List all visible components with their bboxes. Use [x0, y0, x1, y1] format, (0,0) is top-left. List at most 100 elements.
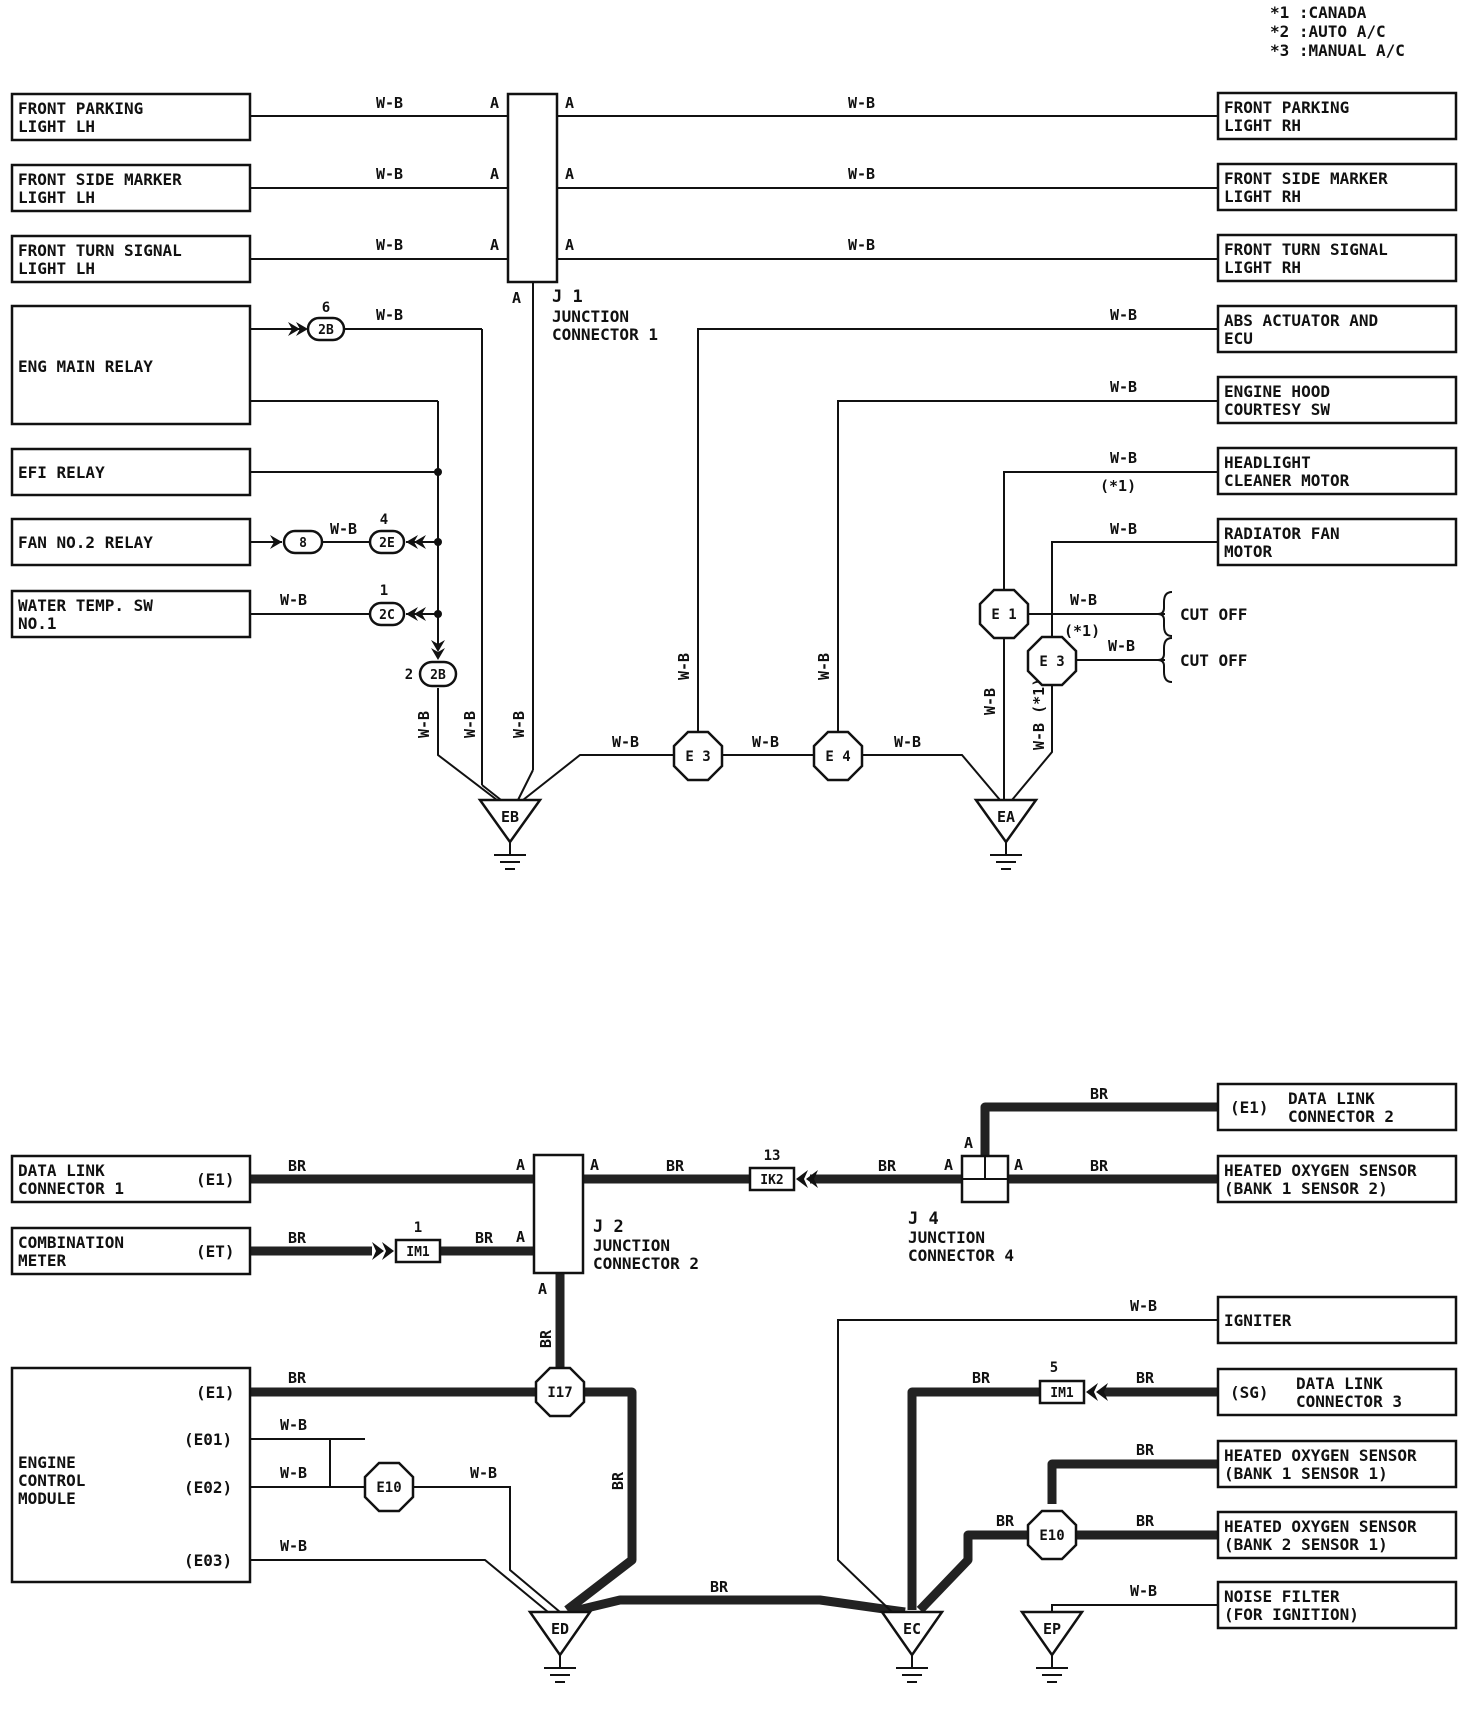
svg-text:W-B: W-B [510, 711, 528, 738]
svg-text:W-B: W-B [894, 733, 921, 751]
connector-2c: 2C 1 [368, 583, 426, 627]
svg-text:A: A [1014, 1156, 1023, 1174]
svg-text:(ET): (ET) [196, 1242, 235, 1261]
svg-text:E 4: E 4 [825, 749, 850, 765]
ground-eb: EB [477, 798, 543, 870]
comp-water-temp-sw: WATER TEMP. SW NO.1 [10, 589, 252, 639]
svg-text:LIGHT LH: LIGHT LH [18, 117, 95, 136]
comp-abs-actuator: ABS ACTUATOR AND ECU [1216, 304, 1458, 354]
svg-text:EFI RELAY: EFI RELAY [18, 463, 105, 482]
splice-i17: I17 [534, 1366, 586, 1418]
svg-text:A: A [516, 1228, 525, 1246]
svg-text:(BANK 1 SENSOR 2): (BANK 1 SENSOR 2) [1224, 1179, 1388, 1198]
splice-e4: E 4 [812, 730, 864, 782]
svg-text:2: 2 [405, 667, 413, 683]
svg-text:BR: BR [1136, 1512, 1155, 1530]
cut-off-label-1: CUT OFF [1180, 605, 1247, 624]
svg-text:(E1): (E1) [1230, 1098, 1269, 1117]
svg-text:EC: EC [903, 1620, 921, 1638]
svg-text:W-B: W-B [1130, 1582, 1157, 1600]
svg-text:FRONT PARKING: FRONT PARKING [1224, 98, 1349, 117]
ground-ea: EA [973, 798, 1039, 870]
comp-front-turn-signal-lh: FRONT TURN SIGNAL LIGHT LH [10, 234, 252, 284]
svg-text:W-B: W-B [280, 1416, 307, 1434]
svg-text:W-B: W-B [1108, 637, 1135, 655]
svg-text:LIGHT RH: LIGHT RH [1224, 187, 1301, 206]
svg-text:BR: BR [288, 1229, 307, 1247]
comp-data-link-connector-2: (E1) DATA LINK CONNECTOR 2 [1216, 1082, 1458, 1132]
svg-text:W-B: W-B [470, 1464, 497, 1482]
svg-text:13: 13 [764, 1148, 781, 1164]
svg-text:EP: EP [1043, 1620, 1061, 1638]
svg-text:A: A [565, 94, 574, 112]
svg-text:W-B: W-B [848, 236, 875, 254]
connector-2b-top: 2B 6 [288, 300, 346, 342]
svg-text:CONNECTOR 3: CONNECTOR 3 [1296, 1392, 1402, 1411]
note-2: *2 :AUTO A/C [1270, 22, 1386, 41]
j1-label-2: CONNECTOR 1 [552, 325, 658, 344]
svg-text:ENGINE HOOD: ENGINE HOOD [1224, 382, 1330, 401]
splice-e10-left: E10 [363, 1461, 415, 1513]
svg-text:W-B: W-B [376, 94, 403, 112]
comp-data-link-connector-1: DATA LINK CONNECTOR 1 (E1) [10, 1154, 252, 1204]
svg-text:HEADLIGHT: HEADLIGHT [1224, 453, 1311, 472]
comp-front-parking-lh: FRONT PARKING LIGHT LH [10, 92, 252, 142]
svg-text:ECU: ECU [1224, 329, 1253, 348]
svg-text:A: A [516, 1156, 525, 1174]
svg-text:W-B: W-B [612, 733, 639, 751]
svg-text:W-B: W-B [815, 653, 833, 680]
svg-text:W-B: W-B [1110, 306, 1137, 324]
svg-text:(E01): (E01) [184, 1430, 232, 1449]
svg-text:E10: E10 [1039, 1528, 1064, 1544]
comp-efi-relay: EFI RELAY [10, 447, 252, 497]
svg-text:BR: BR [666, 1157, 685, 1175]
comp-radiator-fan: RADIATOR FAN MOTOR [1216, 517, 1458, 567]
svg-text:W-B: W-B [1110, 520, 1137, 538]
comp-headlight-cleaner: HEADLIGHT CLEANER MOTOR [1216, 446, 1458, 496]
svg-text:ED: ED [551, 1620, 569, 1638]
svg-text:ENG MAIN RELAY: ENG MAIN RELAY [18, 357, 153, 376]
svg-text:ABS ACTUATOR AND: ABS ACTUATOR AND [1224, 311, 1378, 330]
comp-front-turn-signal-rh: FRONT TURN SIGNAL LIGHT RH [1216, 233, 1458, 283]
comp-eng-main-relay: ENG MAIN RELAY [10, 304, 252, 426]
svg-text:(BANK 2 SENSOR 1): (BANK 2 SENSOR 1) [1224, 1535, 1388, 1554]
svg-text:W-B: W-B [675, 653, 693, 680]
svg-text:CONNECTOR 2: CONNECTOR 2 [1288, 1107, 1394, 1126]
j4-label-2: CONNECTOR 4 [908, 1246, 1014, 1265]
connector-8: 8 [270, 529, 324, 555]
svg-text:FAN NO.2 RELAY: FAN NO.2 RELAY [18, 533, 153, 552]
svg-text:ENGINE: ENGINE [18, 1453, 76, 1472]
svg-text:W-B: W-B [376, 236, 403, 254]
svg-text:W-B (*1): W-B (*1) [1030, 678, 1048, 750]
svg-text:CONNECTOR 1: CONNECTOR 1 [18, 1179, 124, 1198]
svg-text:LIGHT RH: LIGHT RH [1224, 116, 1301, 135]
splice-e3-top: E 3 [672, 730, 724, 782]
svg-text:HEATED OXYGEN SENSOR: HEATED OXYGEN SENSOR [1224, 1446, 1417, 1465]
svg-text:METER: METER [18, 1251, 67, 1270]
svg-text:IM1: IM1 [406, 1245, 430, 1260]
svg-text:BR: BR [878, 1157, 897, 1175]
j1-junction-box [506, 92, 559, 284]
svg-text:LIGHT LH: LIGHT LH [18, 188, 95, 207]
ground-ed: ED [527, 1610, 593, 1683]
svg-text:FRONT SIDE MARKER: FRONT SIDE MARKER [1224, 169, 1388, 188]
svg-text:(FOR IGNITION): (FOR IGNITION) [1224, 1605, 1359, 1624]
svg-text:WATER TEMP. SW: WATER TEMP. SW [18, 596, 153, 615]
svg-text:BR: BR [288, 1369, 307, 1387]
svg-text:W-B: W-B [848, 94, 875, 112]
svg-text:(*1): (*1) [1064, 622, 1100, 640]
comp-igniter: IGNITER [1216, 1295, 1458, 1345]
connector-2b-low: 2B 2 [405, 640, 458, 688]
ground-ec: EC [879, 1610, 945, 1683]
svg-text:IM1: IM1 [1050, 1386, 1074, 1401]
svg-text:I17: I17 [547, 1385, 572, 1401]
splice-e3-right: E 3 [1026, 635, 1078, 687]
svg-text:COURTESY SW: COURTESY SW [1224, 400, 1330, 419]
svg-text:(SG): (SG) [1230, 1383, 1269, 1402]
svg-text:A: A [964, 1134, 973, 1152]
svg-text:FRONT PARKING: FRONT PARKING [18, 99, 143, 118]
svg-text:W-B: W-B [1130, 1297, 1157, 1315]
svg-text:W-B: W-B [1110, 378, 1137, 396]
j2-id: J 2 [593, 1217, 624, 1237]
